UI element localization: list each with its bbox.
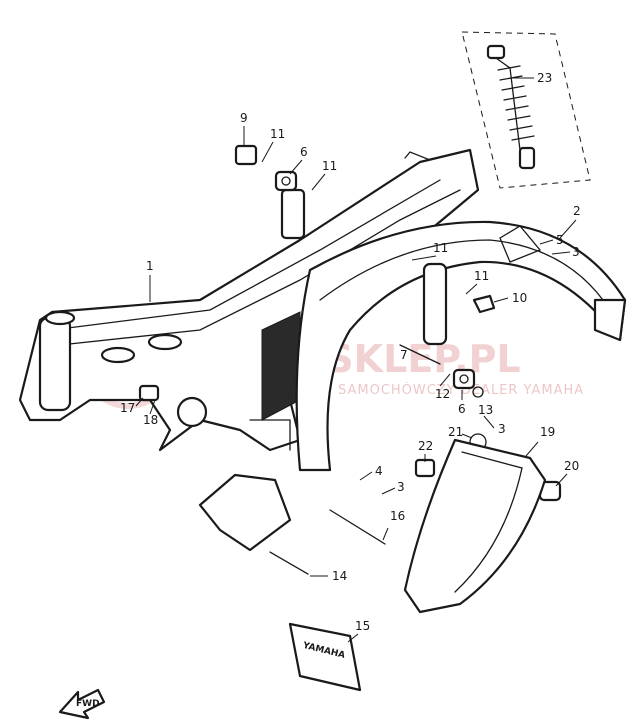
part-15-emblem: YAMAHA: [288, 622, 362, 692]
callout-1: 1: [146, 259, 154, 273]
part-6-shock-absorber-left: [274, 170, 298, 192]
callout-2: 2: [573, 204, 581, 218]
callout-6b: 6: [458, 402, 466, 416]
part-13-washer: [472, 386, 484, 398]
callout-17: 17: [120, 401, 135, 415]
callout-4: 4: [375, 464, 383, 478]
part-14-bolt: [269, 551, 309, 575]
fwd-label: FWD: [76, 699, 100, 709]
fwd-arrow: FWD: [58, 688, 106, 720]
callout-16: 16: [390, 509, 405, 523]
callout-19: 19: [540, 425, 555, 439]
callout-3b: 3: [498, 422, 506, 436]
callout-11b: 11: [322, 159, 337, 173]
part-19-side-cover: [403, 438, 547, 614]
callout-14: 14: [332, 569, 347, 583]
callout-11d: 11: [474, 269, 489, 283]
part-6-shock-absorber-right: [422, 262, 476, 390]
callout-7: 7: [400, 348, 408, 362]
callout-20: 20: [564, 459, 579, 473]
callout-12: 12: [435, 387, 450, 401]
part-2-rear-fender: [295, 220, 627, 472]
callout-6a: 6: [300, 145, 308, 159]
part-10-nut: [472, 294, 496, 314]
callout-18: 18: [143, 413, 158, 427]
part-17-grommet: [138, 384, 160, 402]
callout-9: 9: [240, 111, 248, 125]
callout-21: 21: [448, 425, 463, 439]
part-9-collar: [234, 144, 258, 166]
callout-3a: 3: [572, 245, 580, 259]
callout-23: 23: [537, 71, 552, 85]
part-23-rear-shock-detail: [461, 31, 591, 189]
callout-13: 13: [478, 403, 493, 417]
callouts: 1 2 3 3 3 4 5 6 6 7 9 10 11 11 11 11 12: [120, 71, 581, 643]
callout-15: 15: [355, 619, 370, 633]
part-7-bolt: [399, 344, 441, 365]
callout-5: 5: [556, 233, 564, 247]
callout-11c: 11: [433, 241, 448, 255]
callout-11a: 11: [270, 127, 285, 141]
bracket: [198, 473, 292, 552]
part-16-long-bolt: [329, 509, 386, 545]
part-1-main-frame: [18, 148, 480, 452]
part-22-grommet: [414, 458, 436, 478]
callout-3c: 3: [397, 480, 405, 494]
callout-10: 10: [512, 291, 527, 305]
callout-22: 22: [418, 439, 433, 453]
